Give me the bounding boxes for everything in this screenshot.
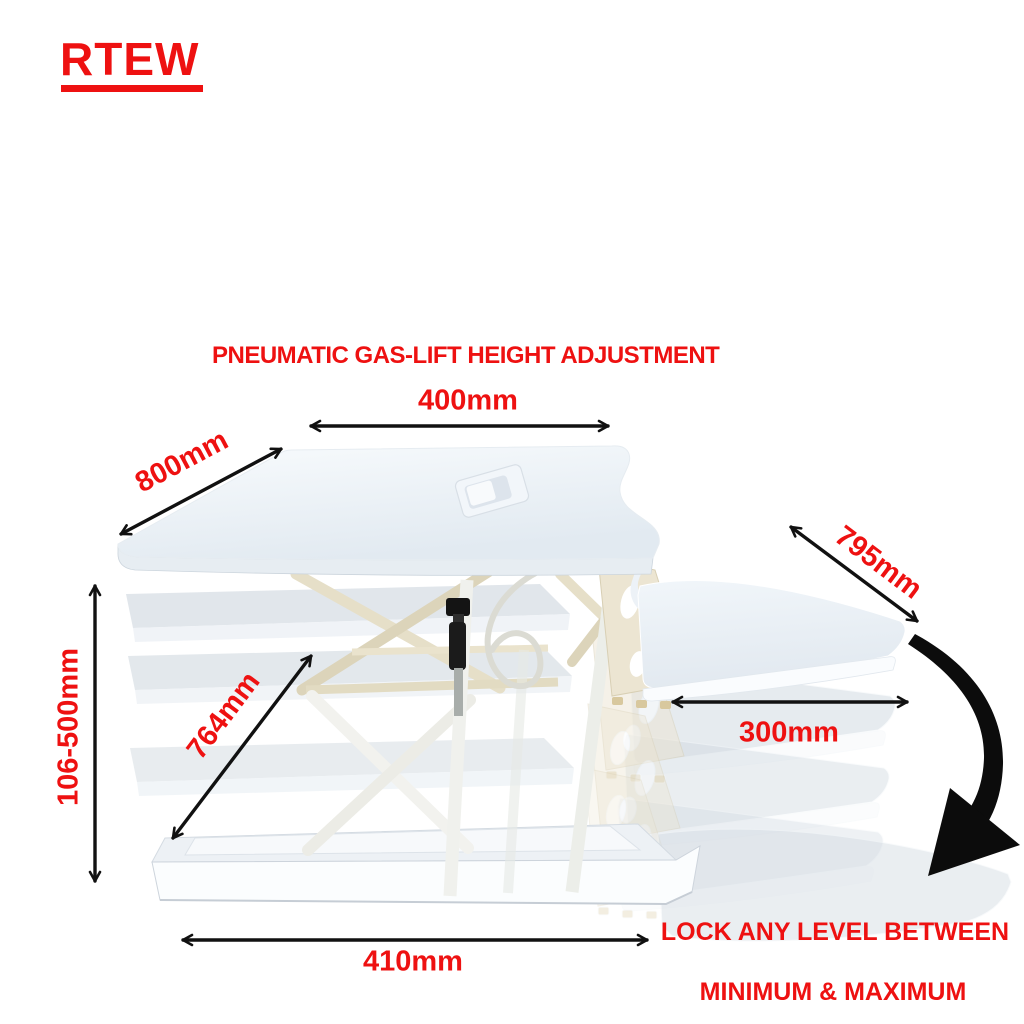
dim-arrow-depth xyxy=(119,447,283,536)
dim-label-base-width: 410mm xyxy=(363,945,463,978)
footer-lock-note-line2: MINIMUM & MAXIMUM xyxy=(699,978,967,1006)
gas-cylinder xyxy=(446,598,470,716)
ghost-tray-lowest xyxy=(657,828,1012,942)
dim-arrow-lift-arm xyxy=(171,654,313,840)
page-title: PNEUMATIC GAS-LIFT HEIGHT ADJUSTMENT xyxy=(212,342,720,369)
handle-cutout xyxy=(454,464,530,518)
cable xyxy=(484,565,549,690)
curved-down-arrow-icon xyxy=(908,634,1020,876)
brand-logo: RTEW xyxy=(60,33,200,85)
dim-label-top-width: 400mm xyxy=(418,384,518,417)
dim-label-height-range: 106-500mm xyxy=(52,648,85,806)
dim-label-keyboard-depth: 300mm xyxy=(739,716,839,749)
base-frame xyxy=(151,823,701,906)
brand-logo-underline xyxy=(61,85,203,92)
footer-lock-note-line1: LOCK ANY LEVEL BETWEEN xyxy=(660,918,1010,946)
dim-arrow-keyboard-width xyxy=(789,525,919,623)
